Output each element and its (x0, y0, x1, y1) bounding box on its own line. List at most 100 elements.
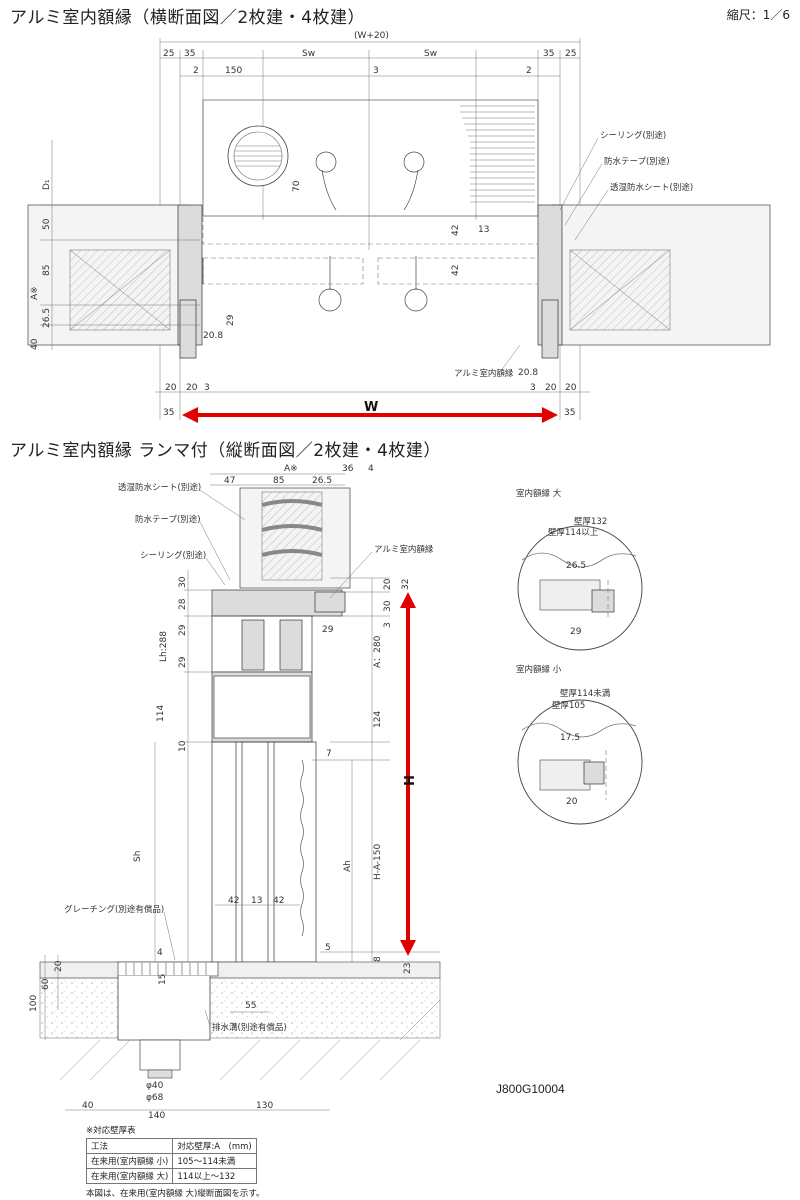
label-sealing-h: シーリング(別途) (600, 130, 666, 141)
detail-large-wall-min: 壁厚114以上 (548, 527, 599, 538)
dim-20-8-left: 20.8 (203, 331, 223, 341)
spec-table-area: ※対応壁厚表 工法 対応壁厚:A (mm) 在来用(室内額縁 小) 105～11… (85, 1124, 265, 1199)
dim-v-40: 40 (82, 1101, 94, 1111)
dim-29: 29 (226, 314, 236, 326)
dim-25-left: 25 (163, 49, 174, 59)
horizontal-section: (W+20) 25 35 Sw Sw 35 25 2 150 3 2 (27, 31, 771, 423)
dim-sw-right: Sw (424, 49, 437, 59)
dim-v-29-inner: 29 (322, 625, 334, 635)
label-grating: グレーチング(別途有償品) (64, 904, 164, 915)
dim-v-100: 100 (29, 995, 39, 1012)
spec-cell: 105～114未満 (172, 1153, 257, 1169)
spec-header-wall: 対応壁厚:A (mm) (172, 1138, 257, 1154)
vertical-section: A※ 47 85 26.5 36 4 (29, 464, 441, 1121)
dim-b20-c: 20 (545, 383, 557, 393)
dim-35-right: 35 (543, 49, 554, 59)
dim-v-15: 15 (158, 974, 168, 985)
dim-v-30: 30 (178, 576, 188, 588)
spec-footnote: 本図は、在来用(室内額縁 大)縦断面図を示す。 (86, 1189, 265, 1199)
detail-small-dim: 17.5 (560, 733, 580, 743)
table-row: 在来用(室内額縁 大) 114以上～132 (85, 1168, 257, 1184)
width-label: W (364, 400, 378, 415)
dim-b20-b: 20 (186, 383, 198, 393)
dim-v-20: 20 (383, 578, 393, 590)
dim-50: 50 (42, 218, 52, 230)
dim-d1: D₁ (42, 179, 52, 190)
dim-v-ah: Ah (343, 860, 353, 872)
round-vent-icon (227, 125, 289, 187)
handle-icon (315, 151, 428, 312)
label-tape-v: 防水テープ(別途) (135, 514, 201, 525)
dim-v-a280: A：280 (373, 635, 383, 668)
dim-v-124: 124 (373, 711, 383, 728)
detail-large-dim: 26.5 (566, 561, 586, 571)
spec-header-method: 工法 (85, 1138, 174, 1154)
label-tape-h: 防水テープ(別途) (604, 156, 670, 167)
dim-v-13: 13 (251, 896, 262, 906)
dim-sw-left: Sw (302, 49, 315, 59)
dim-v-42-a: 42 (228, 896, 239, 906)
detail-large: 室内額縁 大 壁厚132 壁厚114以上 26.5 29 (516, 488, 643, 651)
dim-v-phi40: φ40 (146, 1081, 164, 1091)
dim-v-42-b: 42 (273, 896, 284, 906)
dim-b20-a: 20 (165, 383, 177, 393)
spec-table: 工法 対応壁厚:A (mm) 在来用(室内額縁 小) 105～114未満 在来用… (85, 1138, 257, 1184)
dim-v-20b: 20 (54, 960, 64, 972)
dim-v-36: 36 (342, 464, 354, 474)
dim-a: A※ (30, 286, 40, 300)
title-horizontal-section: アルミ室内額縁（横断面図／2枚建・4枚建） (10, 8, 365, 28)
dim-85: 85 (42, 265, 52, 276)
dim-v-26-5: 26.5 (312, 476, 332, 486)
dim-v-29-b: 29 (178, 656, 188, 668)
dim-v-114: 114 (156, 705, 166, 722)
spec-cell: 在来用(室内額縁 小) (85, 1153, 174, 1169)
dim-v-3: 3 (383, 622, 393, 628)
dim-25-right: 25 (565, 49, 576, 59)
dim-v-4: 4 (368, 464, 374, 474)
dim-35-left: 35 (184, 49, 195, 59)
dim-v-8: 8 (373, 956, 383, 962)
dim-b35-right: 35 (564, 408, 575, 418)
dim-70: 70 (292, 180, 302, 192)
dim-v-23: 23 (403, 963, 413, 974)
dim-150: 150 (225, 66, 242, 76)
dim-13: 13 (478, 225, 489, 235)
dim-v-29-a: 29 (178, 624, 188, 636)
dim-v-lh: Lh:288 (159, 631, 169, 662)
detail-small-dim2: 20 (566, 797, 578, 807)
spec-table-title: ※対応壁厚表 (86, 1126, 136, 1136)
dim-40: 40 (30, 338, 40, 350)
dim-v-10: 10 (178, 740, 188, 752)
dim-v-130: 130 (256, 1101, 273, 1111)
label-sheet-h: 透湿防水シート(別途) (610, 182, 693, 193)
dim-v-140: 140 (148, 1111, 165, 1121)
dim-v-sh: Sh (133, 851, 143, 862)
dim-b3-a: 3 (204, 383, 210, 393)
dim-v-55: 55 (245, 1001, 256, 1011)
dim-26-5: 26.5 (42, 308, 52, 328)
dim-v-7: 7 (326, 749, 332, 759)
detail-large-dim2: 29 (570, 627, 582, 637)
label-sheet-v: 透湿防水シート(別途) (118, 482, 201, 493)
detail-small: 室内額縁 小 壁厚114未満 壁厚105 17.5 20 (516, 664, 643, 825)
dim-v-5: 5 (325, 943, 331, 953)
dim-b3-b: 3 (530, 383, 536, 393)
label-frame-v: アルミ室内額縁 (374, 544, 434, 555)
dim-v-28: 28 (178, 598, 188, 610)
document-id: J800G10004 (496, 1082, 565, 1096)
dim-2-right: 2 (526, 66, 532, 76)
dim-v-ha150: H-A-150 (373, 844, 383, 880)
spec-cell: 114以上～132 (172, 1168, 257, 1184)
dim-b35-left: 35 (163, 408, 174, 418)
dim-v-4b: 4 (157, 948, 163, 958)
detail-small-title: 室内額縁 小 (516, 664, 562, 675)
detail-large-wall: 壁厚132 (574, 516, 607, 527)
dim-3: 3 (373, 66, 379, 76)
dim-v-47: 47 (224, 476, 235, 486)
dim-w20: (W+20) (354, 31, 389, 41)
label-frame-h: アルミ室内額縁 (454, 368, 514, 379)
detail-small-wall-min: 壁厚105 (552, 700, 585, 711)
dim-v-a: A※ (284, 464, 298, 474)
label-drain: 排水溝(別途有償品) (212, 1022, 287, 1033)
